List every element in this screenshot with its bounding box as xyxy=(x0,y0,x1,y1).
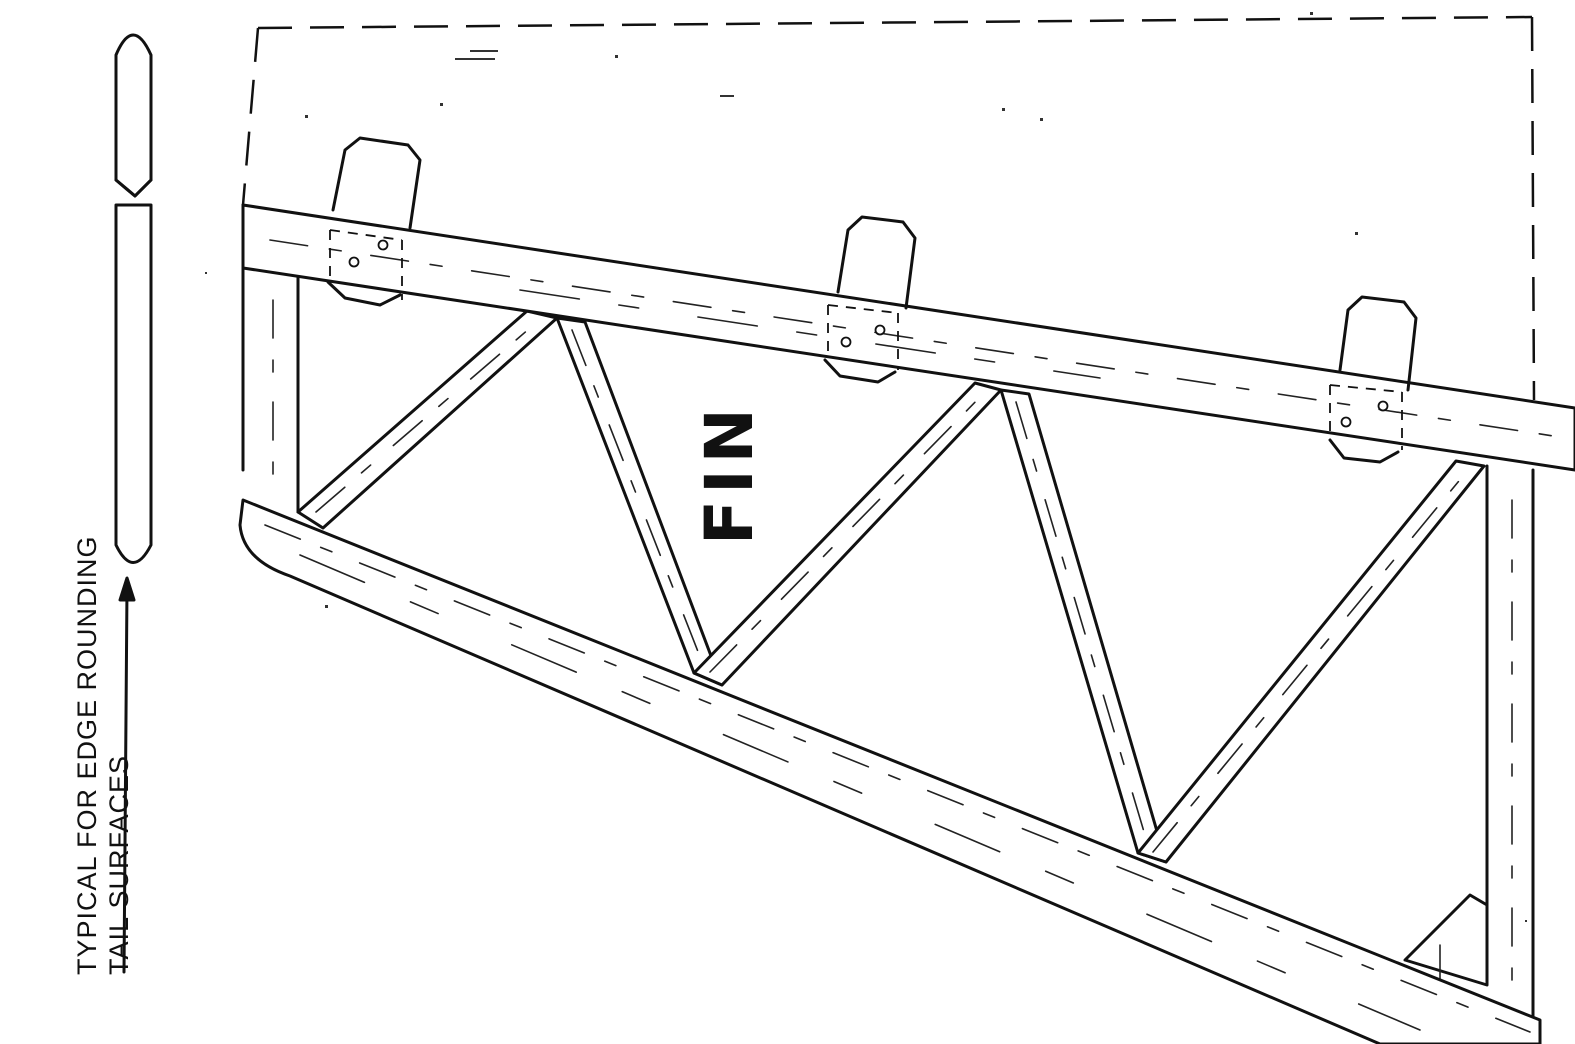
covering-outline xyxy=(241,15,1536,401)
leader-arrowhead xyxy=(118,576,136,602)
section-lower-piece xyxy=(114,203,153,564)
hinge-1-plate xyxy=(329,229,403,300)
hinge-2-hole-a xyxy=(840,336,852,348)
section-upper-piece xyxy=(114,33,153,198)
hinge-2-tab xyxy=(836,215,917,310)
brace-diagonal-5-grain xyxy=(1152,469,1469,853)
bottom-spar-grain-2 xyxy=(299,554,1421,1031)
hinge-2-hole-b xyxy=(874,324,886,336)
truss-members xyxy=(296,309,1489,987)
note-text-block: TYPICAL FOR EDGE ROUNDING TAIL SURFACES xyxy=(72,535,134,975)
top-dashed-edge xyxy=(257,15,1533,30)
right-post xyxy=(1485,464,1535,1032)
hinge-1-tab xyxy=(331,136,422,230)
bottom-spar-body xyxy=(238,498,1542,1044)
hinge-2-plate xyxy=(827,304,899,370)
edge-rounding-section xyxy=(114,33,153,974)
note-line-2: TAIL SURFACES xyxy=(104,755,134,975)
brace-diagonal-3-grain xyxy=(709,391,986,673)
top-spar-grain-2 xyxy=(519,289,1101,379)
brace-diagonal-1 xyxy=(296,309,559,530)
note-line-1: TYPICAL FOR EDGE ROUNDING xyxy=(72,535,102,975)
bottom-spar-grain-1 xyxy=(264,524,1531,1033)
top-spar xyxy=(241,203,1575,472)
hinge-1-hole-a xyxy=(348,256,360,268)
scan-specks xyxy=(205,12,1527,922)
hinge-3-hole-b xyxy=(1377,400,1389,412)
hinge-3-hole-a xyxy=(1340,416,1352,428)
hinge-3-plate xyxy=(1329,384,1403,450)
hinge-2-lower xyxy=(823,358,897,384)
hinge-3 xyxy=(1328,295,1418,464)
brace-strut-2-grain xyxy=(571,329,707,673)
hinge-1-hole-b xyxy=(377,239,389,251)
left-dashed-edge xyxy=(241,27,260,206)
hinge-1 xyxy=(326,136,422,307)
hinge-3-tab xyxy=(1338,295,1418,392)
hinge-1-lower xyxy=(326,280,402,307)
corner-gusset xyxy=(1403,893,1489,987)
section-joint-notch xyxy=(114,178,153,198)
hinge-2 xyxy=(823,215,917,384)
hinge-3-lower xyxy=(1328,438,1400,464)
fin-label: FIN xyxy=(691,402,768,545)
brace-strut-4-grain xyxy=(1015,401,1151,853)
brace-diagonal-5 xyxy=(1136,459,1486,864)
bottom-spar xyxy=(238,498,1542,1044)
leader-line xyxy=(122,586,129,974)
top-spar-grain-1 xyxy=(269,239,1561,438)
right-dashed-edge xyxy=(1530,16,1536,401)
